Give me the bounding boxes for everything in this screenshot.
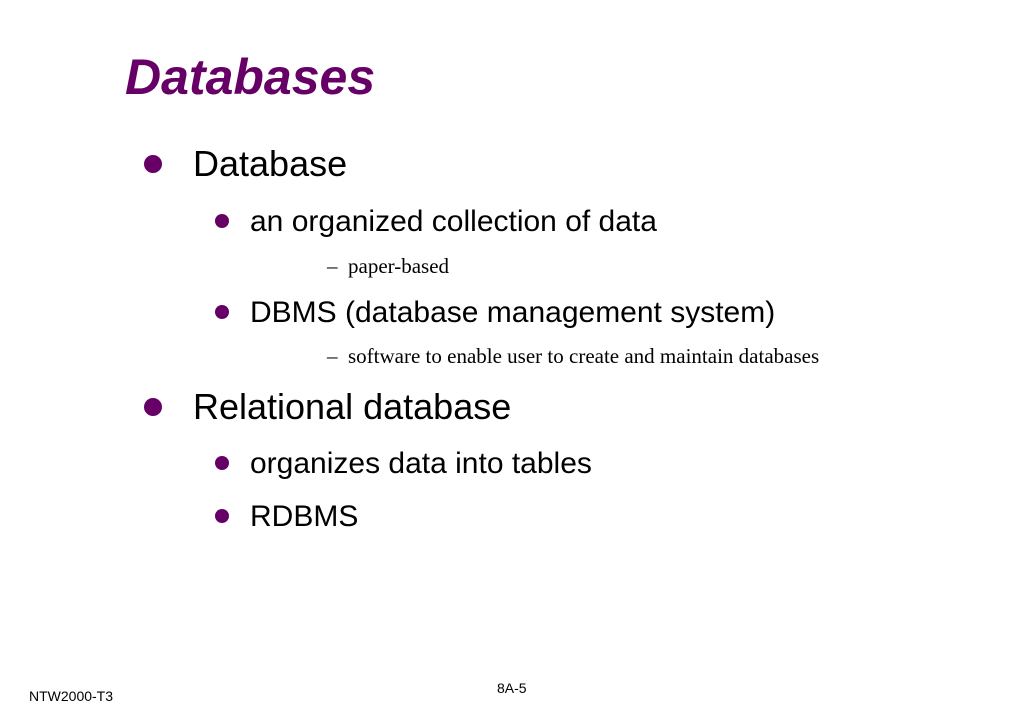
bullet-icon: [215, 456, 229, 470]
bullet-icon: [144, 398, 162, 416]
detail-label: paper-based: [348, 254, 450, 278]
footer-course-code: NTW2000-T3: [29, 688, 114, 704]
sub-bullet-label: organizes data into tables: [250, 447, 592, 480]
bullet-icon: [144, 155, 162, 173]
sub-bullet-label: DBMS (database management system): [250, 296, 776, 329]
bullet-icon: [215, 214, 229, 228]
detail-label: software to enable user to create and ma…: [348, 344, 820, 368]
bullet-icon: [215, 509, 229, 523]
bullet-label: Database: [193, 143, 348, 184]
bullet-icon: [215, 305, 229, 319]
dash-icon: –: [327, 254, 338, 278]
sub-bullet-label: an organized collection of data: [250, 205, 657, 238]
bullet-label: Relational database: [193, 386, 512, 427]
dash-icon: –: [327, 344, 338, 368]
footer-page-number: 8A-5: [497, 680, 527, 696]
slide-title: Databases: [125, 49, 376, 105]
sub-bullet-label: RDBMS: [250, 500, 359, 533]
